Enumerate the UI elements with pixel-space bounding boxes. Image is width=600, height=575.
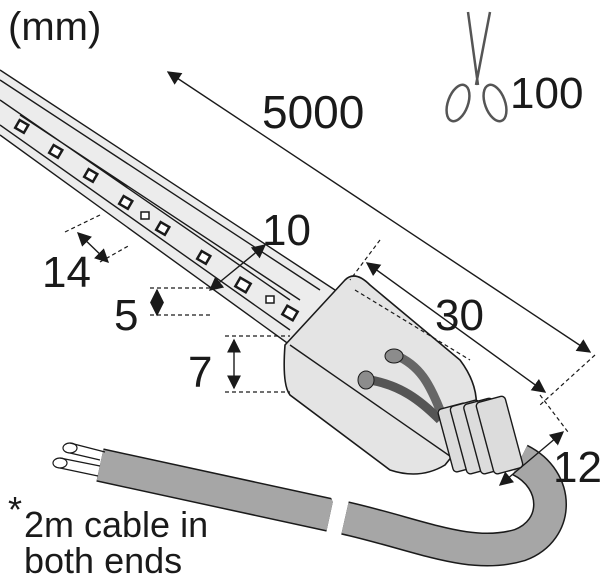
scissors-icon (445, 11, 508, 123)
profile-height-dimension: 7 (188, 348, 212, 397)
cut-interval-dimension: 100 (510, 69, 583, 118)
unit-label: (mm) (8, 5, 101, 49)
cable-gland (437, 395, 524, 475)
strip-width-dimension: 10 (262, 206, 311, 255)
pitch-dimension: 14 (42, 248, 91, 297)
note-asterisk: * (8, 489, 22, 530)
note-line-1: 2m cable in (24, 504, 208, 545)
cable-diameter-dimension: 12 (553, 443, 600, 492)
note-line-2: both ends (24, 540, 182, 575)
cable (52, 442, 567, 567)
length-dimension: 5000 (262, 86, 364, 138)
cap-length-dimension: 30 (435, 291, 484, 340)
dimension-lines (64, 71, 596, 512)
led-height-dimension: 5 (114, 291, 138, 340)
